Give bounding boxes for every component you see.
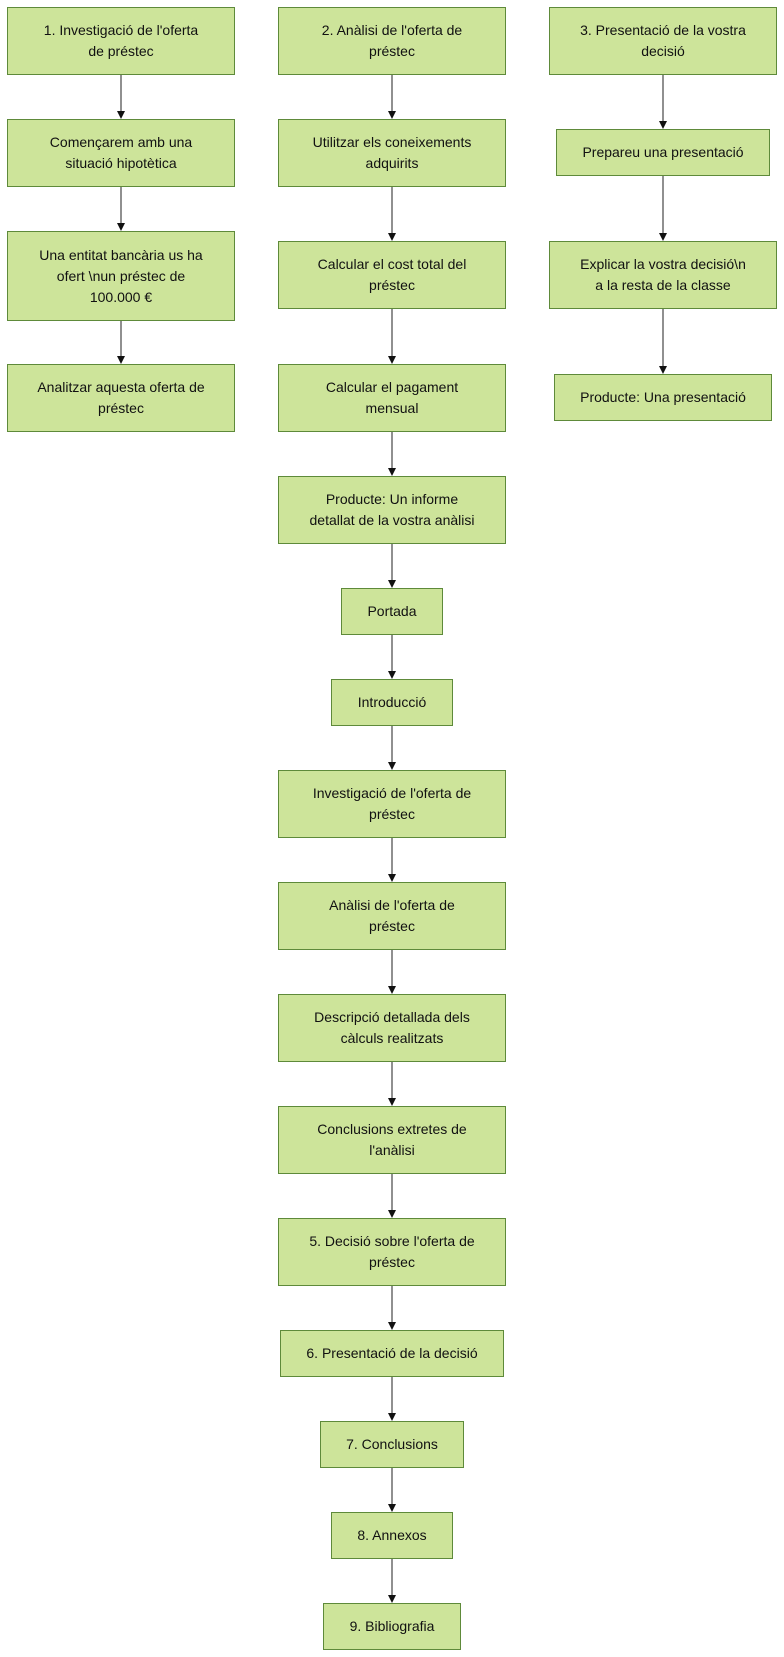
node-use-knowledge: Utilitzar els coneixements adquirits [278, 119, 506, 187]
node-bank-offer: Una entitat bancària us ha ofert \nun pr… [7, 231, 235, 321]
node-annexes: 8. Annexos [331, 1512, 453, 1559]
arrowhead-icon [388, 468, 396, 476]
node-loan-offer-analysis-title: 2. Anàlisi de l'oferta de préstec [278, 7, 506, 75]
arrowhead-icon [388, 1322, 396, 1330]
node-loan-offer-research-title: 1. Investigació de l'oferta de préstec [7, 7, 235, 75]
node-research-section: Investigació de l'oferta de préstec [278, 770, 506, 838]
arrowhead-icon [388, 1098, 396, 1106]
node-analysis-conclusions: Conclusions extretes de l'anàlisi [278, 1106, 506, 1174]
arrowhead-icon [388, 580, 396, 588]
node-prepare-presentation: Prepareu una presentació [556, 129, 770, 176]
arrowhead-icon [388, 1595, 396, 1603]
node-loan-decision: 5. Decisió sobre l'oferta de préstec [278, 1218, 506, 1286]
node-present-decision-title: 3. Presentació de la vostra decisió [549, 7, 777, 75]
node-calculation-description: Descripció detallada dels càlculs realit… [278, 994, 506, 1062]
node-analyze-offer: Analitzar aquesta oferta de préstec [7, 364, 235, 432]
arrowhead-icon [117, 223, 125, 231]
node-introduction: Introducció [331, 679, 453, 726]
node-presentation-product: Producte: Una presentació [554, 374, 772, 421]
arrowhead-icon [388, 986, 396, 994]
arrowhead-icon [388, 1413, 396, 1421]
node-cover-page: Portada [341, 588, 443, 635]
arrowhead-icon [388, 233, 396, 241]
arrowhead-icon [388, 356, 396, 364]
arrowhead-icon [388, 762, 396, 770]
node-analysis-section: Anàlisi de l'oferta de préstec [278, 882, 506, 950]
arrowhead-icon [388, 1210, 396, 1218]
arrowhead-icon [659, 366, 667, 374]
arrowhead-icon [659, 233, 667, 241]
arrowhead-icon [388, 1504, 396, 1512]
node-detailed-report: Producte: Un informe detallat de la vost… [278, 476, 506, 544]
node-explain-decision: Explicar la vostra decisió\n a la resta … [549, 241, 777, 309]
node-total-cost: Calcular el cost total del préstec [278, 241, 506, 309]
arrowhead-icon [117, 356, 125, 364]
arrowhead-icon [388, 111, 396, 119]
arrowhead-icon [388, 874, 396, 882]
arrowhead-icon [117, 111, 125, 119]
node-decision-presentation: 6. Presentació de la decisió [280, 1330, 504, 1377]
arrowhead-icon [388, 671, 396, 679]
arrowhead-icon [659, 121, 667, 129]
node-monthly-payment: Calcular el pagament mensual [278, 364, 506, 432]
node-conclusions: 7. Conclusions [320, 1421, 464, 1468]
node-bibliography: 9. Bibliografia [323, 1603, 461, 1650]
node-hypothetical-situation: Començarem amb una situació hipotètica [7, 119, 235, 187]
